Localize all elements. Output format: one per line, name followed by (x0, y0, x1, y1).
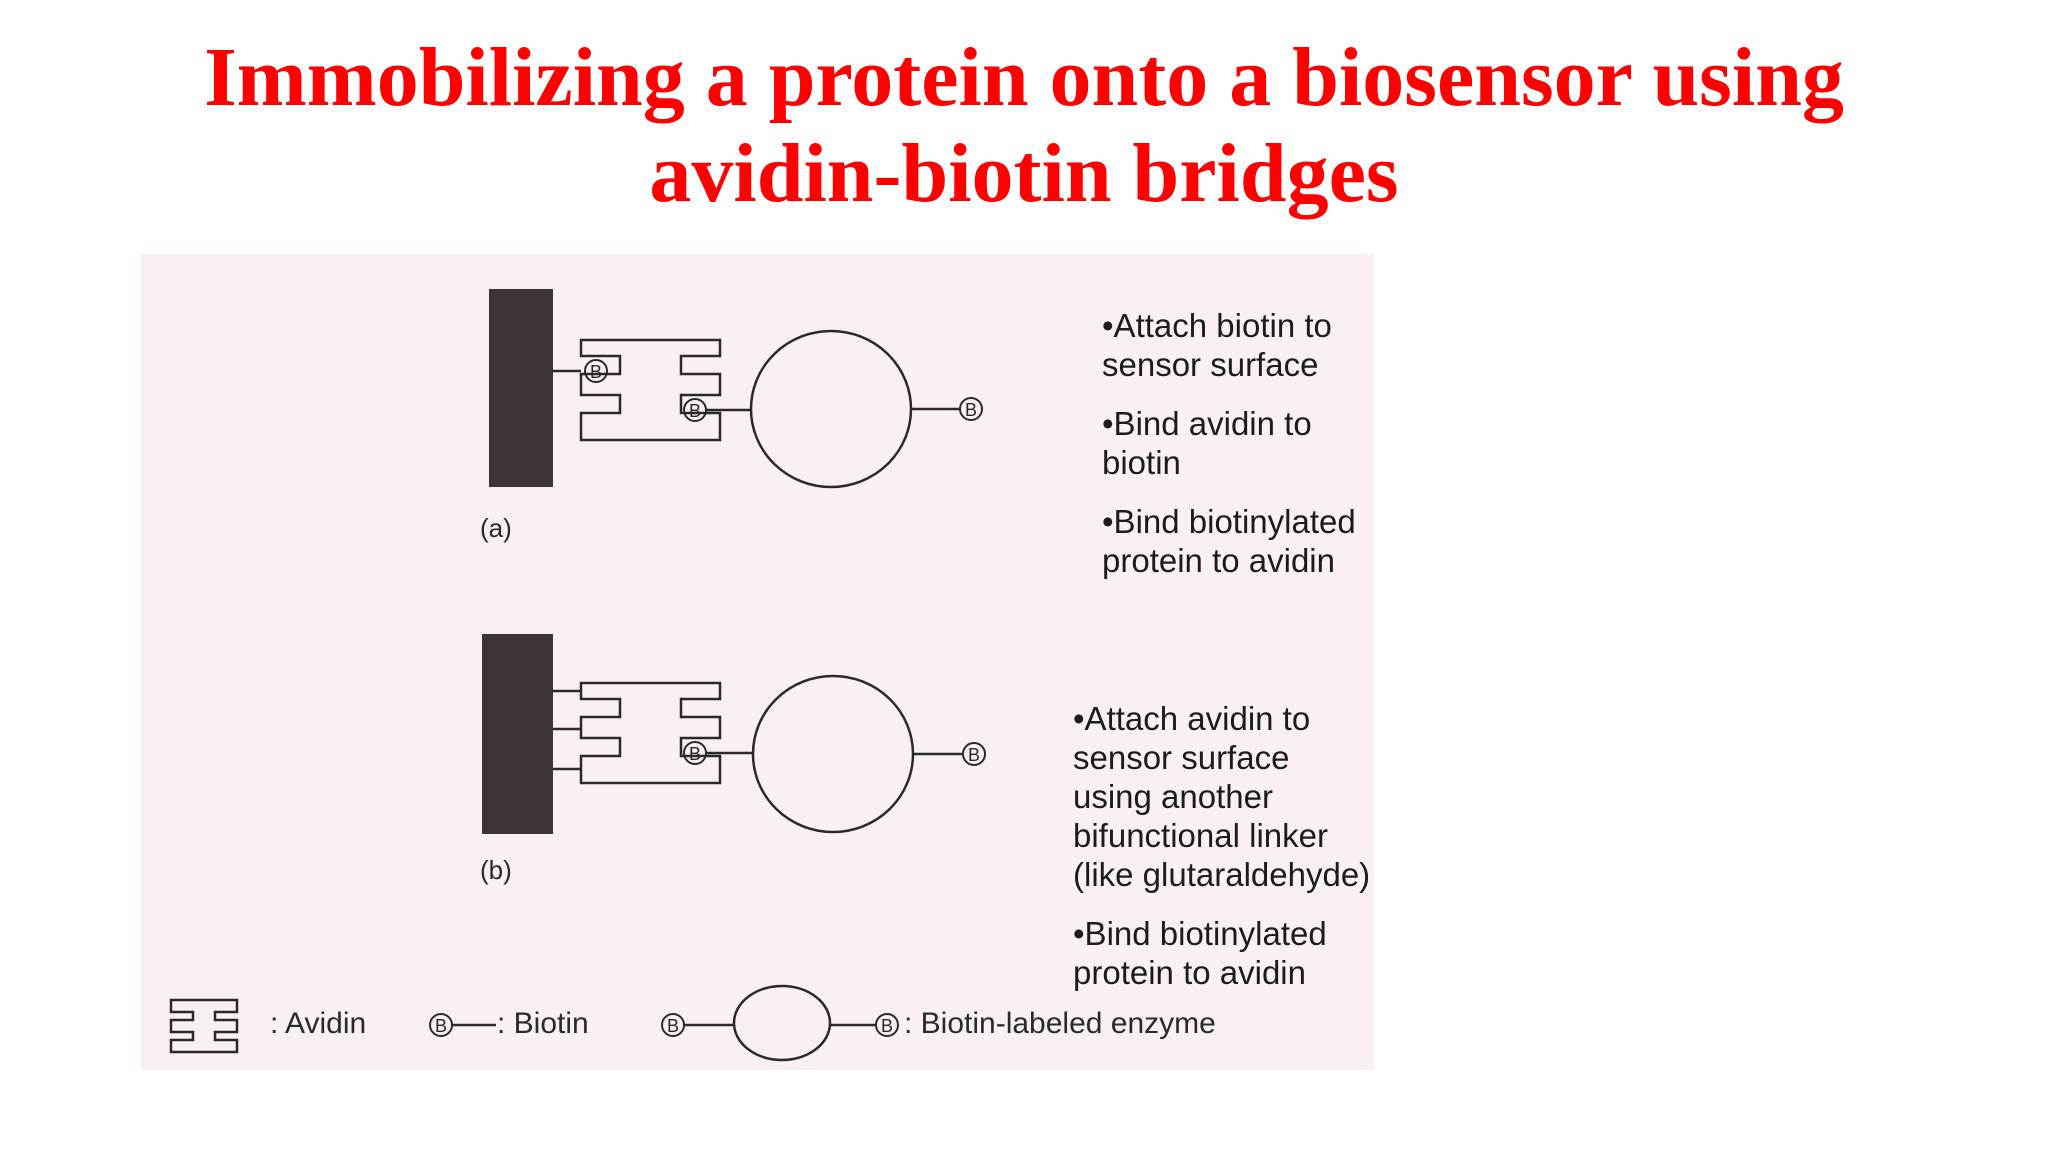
panel-b-step-2: •Bind biotinylated protein to avidin (1073, 915, 1327, 991)
biotin-a-free: B (959, 397, 983, 421)
panel-a-steps: •Attach biotin to sensor surface •Bind a… (1102, 306, 1374, 580)
legend: B B B (169, 984, 899, 1062)
legend-avidin-icon (169, 998, 239, 1054)
biotin-b-protein: B (683, 741, 707, 765)
slide-title: Immobilizing a protein onto a biosensor … (0, 30, 2048, 222)
panel-b-schematic: B B (482, 634, 986, 834)
legend-biotin-label: : Biotin (497, 1007, 589, 1040)
panel-a-step-2: •Bind avidin to biotin (1102, 405, 1312, 481)
enzyme-b (751, 674, 915, 834)
panel-b-label: (b) (480, 855, 512, 885)
sensor-surface-a (489, 289, 553, 487)
svg-text:B: B (965, 400, 977, 420)
svg-text:B: B (435, 1016, 447, 1036)
avidin-a (579, 338, 722, 442)
panel-a-step-1: •Attach biotin to sensor surface (1102, 307, 1332, 383)
panel-a-schematic: B B B (489, 289, 983, 489)
legend-biotin-icon: B (429, 1013, 496, 1037)
svg-text:B: B (590, 362, 602, 382)
svg-text:B: B (968, 745, 980, 765)
biotin-b-free: B (962, 742, 986, 766)
diagram-drawing: B B B B (169, 289, 986, 1062)
slide-title-line-1: Immobilizing a protein onto a biosensor … (204, 31, 1844, 124)
legend-enzyme-icon: B B (661, 984, 899, 1062)
sensor-surface-b (482, 634, 553, 834)
svg-text:B: B (881, 1016, 893, 1036)
diagram-figure: B B B B (141, 254, 1374, 1070)
biotin-a-surface: B (584, 359, 608, 383)
biotin-a-protein: B (683, 398, 707, 422)
panel-b-steps: •Attach avidin to sensor surface using a… (1073, 699, 1374, 992)
slide-title-line-2: avidin-biotin bridges (649, 127, 1399, 220)
svg-text:B: B (667, 1016, 679, 1036)
legend-enzyme-label: : Biotin-labeled enzyme (904, 1007, 1216, 1040)
panel-b-step-1: •Attach avidin to sensor surface using a… (1073, 700, 1371, 893)
panel-a-step-3: •Bind biotinylated protein to avidin (1102, 503, 1356, 579)
panel-a-label: (a) (480, 513, 512, 543)
svg-text:B: B (689, 401, 701, 421)
svg-text:B: B (689, 744, 701, 764)
legend-avidin-label: : Avidin (270, 1007, 367, 1040)
avidin-b (579, 681, 722, 785)
enzyme-a (749, 329, 913, 489)
